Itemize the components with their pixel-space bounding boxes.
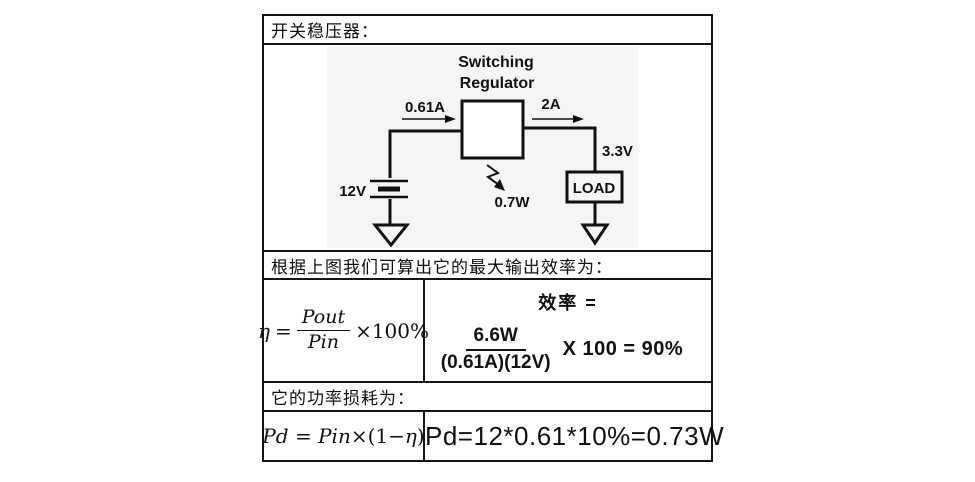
battery-icon — [370, 179, 408, 199]
power-loss-calc-cell: Pd=12*0.61*10%=0.73W — [425, 412, 724, 460]
lightning-arrow-icon — [485, 164, 505, 191]
source-voltage-label: 12V — [339, 183, 366, 200]
calc-fraction-denominator: (0.61A)(12V) — [440, 351, 551, 373]
formula-mid: ×(1− — [350, 424, 405, 448]
efficiency-caption: 根据上图我们可算出它的最大输出效率为： — [271, 257, 613, 277]
efficiency-row: η = Pout Pin ×100% 效率 = 6.6W (0.61A)(12V — [258, 280, 711, 383]
dissipation-power-label: 0.7W — [494, 194, 530, 211]
ground-icon-battery — [371, 223, 411, 248]
circuit-diagram: Switching Regulator — [327, 47, 638, 248]
multiplier-text: ×100% — [355, 318, 430, 343]
efficiency-caption-row: 根据上图我们可算出它的最大输出效率为： — [264, 252, 711, 280]
output-arrow-head — [573, 115, 584, 123]
eta-symbol-2: η — [404, 424, 417, 448]
efficiency-calc-fraction: 6.6W (0.61A)(12V) — [439, 325, 553, 374]
input-current-arrow-icon — [402, 115, 456, 123]
output-current-label: 2A — [541, 96, 560, 113]
load-box — [565, 170, 624, 204]
regulator-box — [460, 99, 525, 160]
lightning-arrow-head — [494, 179, 505, 191]
efficiency-calc-title: 效率 = — [538, 293, 598, 313]
load-label: LOAD — [573, 180, 616, 197]
regulator-info-table: 开关稳压器： Switching Regulator — [258, 14, 724, 462]
pd-equals: = — [288, 424, 319, 448]
power-loss-row: Pd = Pin ×(1− η ) Pd=12*0.61*10%=0.73W — [262, 412, 724, 460]
formula-close-paren: ) — [416, 424, 425, 448]
output-current-arrow-icon — [532, 115, 584, 123]
efficiency-calc-cell: 效率 = 6.6W (0.61A)(12V) X 100 = 90% — [425, 280, 711, 381]
ground-icon-load — [580, 223, 610, 246]
fraction-numerator: Pout — [296, 306, 351, 331]
efficiency-formula-cell: η = Pout Pin ×100% — [258, 280, 429, 381]
power-loss-caption-row: 它的功率损耗为： — [264, 383, 711, 412]
pd-symbol: Pd — [262, 424, 289, 448]
efficiency-calc-result: X 100 = 90% — [562, 338, 684, 361]
power-loss-calc: Pd=12*0.61*10%=0.73W — [425, 420, 725, 451]
output-wire — [523, 126, 597, 172]
calc-fraction-numerator: 6.6W — [465, 325, 526, 351]
input-wire — [388, 129, 462, 178]
section-title-row: 开关稳压器： — [264, 16, 711, 45]
section-title: 开关稳压器： — [271, 22, 379, 41]
input-arrow-head — [445, 115, 456, 123]
circuit-diagram-row: Switching Regulator — [264, 45, 711, 252]
power-loss-formula-cell: Pd = Pin ×(1− η ) — [262, 412, 425, 460]
regulator-title-line2: Regulator — [460, 75, 535, 92]
output-voltage-label: 3.3V — [602, 143, 633, 160]
eta-symbol: η — [258, 318, 270, 343]
fraction-denominator: Pin — [307, 331, 339, 353]
regulator-title-line1: Switching — [458, 54, 534, 71]
power-loss-caption: 它的功率损耗为： — [271, 389, 415, 408]
efficiency-calc-block: 效率 = 6.6W (0.61A)(12V) X 100 = 90% — [425, 280, 711, 381]
pin-symbol: Pin — [318, 424, 351, 448]
lightning-zigzag — [485, 164, 501, 186]
pout-pin-fraction: Pout Pin — [296, 306, 351, 354]
input-current-label: 0.61A — [405, 99, 445, 116]
power-loss-formula: Pd = Pin ×(1− η ) — [262, 424, 424, 448]
efficiency-calc-expression: 6.6W (0.61A)(12V) X 100 = 90% — [439, 325, 684, 374]
equals-sign: = — [274, 318, 292, 343]
efficiency-formula: η = Pout Pin ×100% — [258, 306, 430, 354]
